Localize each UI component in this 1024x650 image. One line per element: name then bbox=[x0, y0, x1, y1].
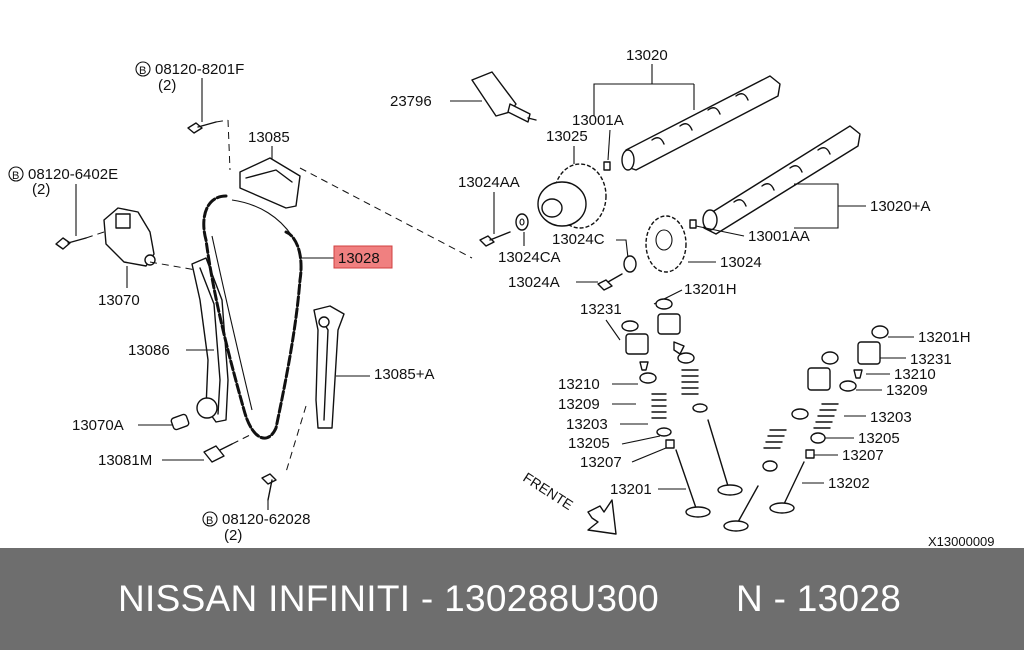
exhaust-valve-13202 bbox=[723, 461, 805, 532]
label-13205-left: 13205 bbox=[568, 435, 610, 452]
camshaft-13020A bbox=[702, 125, 861, 235]
b-mark-2: B bbox=[12, 170, 19, 182]
bolt-icon-1 bbox=[187, 121, 217, 134]
label-13070A: 13070A bbox=[72, 417, 124, 434]
label-13024AA: 13024AA bbox=[458, 174, 520, 191]
engine-timing-exploded-diagram: B 08120-8201F (2) 13085 B 08120-6402E (2… bbox=[8, 47, 995, 548]
diagram-reference-code: X13000009 bbox=[928, 534, 995, 548]
label-13001A: 13001A bbox=[572, 112, 624, 129]
label-13201H-left: 13201H bbox=[684, 281, 737, 298]
b-mark-circle-1 bbox=[135, 61, 151, 77]
label-13028: 13028 bbox=[338, 250, 380, 267]
valve-lifter-right bbox=[807, 341, 881, 391]
label-qty-3: (2) bbox=[224, 527, 242, 544]
chain-tensioner-13070 bbox=[103, 207, 156, 267]
tensioner-plunger-13070A bbox=[170, 413, 190, 431]
label-13020A: 13020+A bbox=[870, 198, 930, 215]
valve-spring-left bbox=[651, 369, 699, 419]
intake-valve-13201 bbox=[675, 419, 743, 518]
label-qty-2: (2) bbox=[32, 181, 50, 198]
label-13201: 13201 bbox=[610, 481, 652, 498]
label-13085: 13085 bbox=[248, 129, 290, 146]
front-direction-arrow-icon bbox=[587, 499, 617, 535]
label-13086: 13086 bbox=[128, 342, 170, 359]
bolt-13024AA bbox=[479, 231, 511, 247]
label-13081M: 13081M bbox=[98, 452, 152, 469]
pin-13081M bbox=[203, 443, 233, 463]
label-13070: 13070 bbox=[98, 292, 140, 309]
bolt-13024A bbox=[597, 273, 623, 291]
washer-13024CA bbox=[515, 213, 529, 231]
label-13203-left: 13203 bbox=[566, 416, 608, 433]
label-13203-right: 13203 bbox=[870, 409, 912, 426]
b-mark-1: B bbox=[139, 65, 146, 77]
chain-guide-13085A bbox=[313, 305, 345, 429]
label-13210-right: 13210 bbox=[894, 366, 936, 383]
front-direction-label: FRENTE bbox=[520, 469, 576, 513]
timing-chain-13028 bbox=[202, 194, 303, 440]
valve-lifter-left bbox=[625, 313, 681, 355]
brand-part-number: NISSAN INFINITI - 130288U300 bbox=[118, 578, 659, 619]
bolt-icon-2 bbox=[55, 237, 87, 250]
label-13207-left: 13207 bbox=[580, 454, 622, 471]
upper-chain-guide-13085 bbox=[239, 157, 301, 209]
camshaft-13020 bbox=[621, 75, 781, 171]
valve-spring-right bbox=[763, 403, 839, 449]
label-13024: 13024 bbox=[720, 254, 762, 271]
label-23796: 23796 bbox=[390, 93, 432, 110]
label-13231-left: 13231 bbox=[580, 301, 622, 318]
label-13020: 13020 bbox=[626, 47, 668, 64]
label-08120-6402E: 08120-6402E bbox=[28, 166, 118, 183]
sprocket-13025 bbox=[537, 163, 607, 229]
label-13024C: 13024C bbox=[552, 231, 605, 248]
label-13001AA: 13001AA bbox=[748, 228, 810, 245]
label-13231-right: 13231 bbox=[910, 351, 952, 368]
label-13085A: 13085+A bbox=[374, 366, 434, 383]
sensor-23796 bbox=[471, 71, 537, 123]
label-08120-8201F: 08120-8201F bbox=[155, 61, 244, 78]
label-qty-1: (2) bbox=[158, 77, 176, 94]
label-13202: 13202 bbox=[828, 475, 870, 492]
label-13210-left: 13210 bbox=[558, 376, 600, 393]
label-13201H-right: 13201H bbox=[918, 329, 971, 346]
part-number-banner: NISSAN INFINITI - 130288U300 N - 13028 bbox=[0, 548, 1024, 650]
label-13024CA: 13024CA bbox=[498, 249, 561, 266]
b-mark-3: B bbox=[206, 515, 213, 527]
label-13209-right: 13209 bbox=[886, 382, 928, 399]
b-mark-circle-3 bbox=[202, 511, 218, 527]
label-13024A: 13024A bbox=[508, 274, 560, 291]
catalog-reference: N - 13028 bbox=[736, 578, 902, 619]
b-mark-circle-2 bbox=[8, 166, 24, 182]
label-highlight-13028 bbox=[333, 245, 393, 269]
label-13205-right: 13205 bbox=[858, 430, 900, 447]
bolt-icon-3 bbox=[261, 473, 277, 501]
label-08120-62028: 08120-62028 bbox=[222, 511, 310, 528]
tension-guide-13086 bbox=[191, 257, 229, 423]
label-13209-left: 13209 bbox=[558, 396, 600, 413]
label-13207-right: 13207 bbox=[842, 447, 884, 464]
label-13025: 13025 bbox=[546, 128, 588, 145]
sprocket-13024 bbox=[645, 215, 687, 273]
